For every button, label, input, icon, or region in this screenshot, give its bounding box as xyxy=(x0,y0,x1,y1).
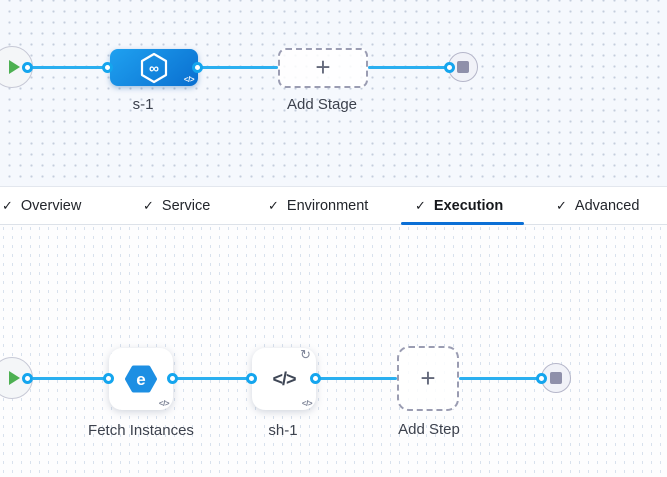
port-end-in[interactable] xyxy=(444,62,455,73)
tab-environment[interactable]: ✓ Environment xyxy=(268,197,369,214)
edge-stage-to-addstage xyxy=(198,66,278,69)
step-node-fetch-instances[interactable]: e </> xyxy=(109,348,173,410)
tab-overview[interactable]: ✓ Overview xyxy=(2,197,82,214)
add-step-button[interactable]: + xyxy=(397,346,459,411)
step-label-fetch-instances: Fetch Instances xyxy=(88,422,194,439)
port-sh1-out[interactable] xyxy=(310,373,321,384)
port-sh1-in[interactable] xyxy=(246,373,257,384)
add-stage-button[interactable]: + xyxy=(278,48,368,88)
check-icon: ✓ xyxy=(143,197,154,213)
step-label-sh1: sh-1 xyxy=(268,422,298,439)
port-fetch-out[interactable] xyxy=(167,373,178,384)
add-step-label: Add Step xyxy=(398,421,460,438)
shell-script-icon: </> xyxy=(272,368,296,389)
elastigroup-icon: e xyxy=(125,365,157,393)
port-fetch-in[interactable] xyxy=(103,373,114,384)
tab-advanced[interactable]: ✓ Advanced xyxy=(556,197,640,214)
check-icon: ✓ xyxy=(2,197,13,213)
plus-icon: + xyxy=(420,362,436,393)
active-tab-indicator xyxy=(401,222,524,225)
edge-fetch-to-sh1 xyxy=(173,377,252,380)
check-icon: ✓ xyxy=(268,197,279,213)
play-icon xyxy=(8,371,20,385)
edge-addstage-to-end xyxy=(368,66,450,69)
port-start-out[interactable] xyxy=(22,62,33,73)
tab-execution[interactable]: ✓ Execution xyxy=(415,197,504,214)
add-stage-label: Add Stage xyxy=(286,96,358,113)
code-view-icon: </> xyxy=(301,399,313,408)
code-view-icon: </> xyxy=(183,75,195,84)
execution-graph-canvas[interactable]: e </> Fetch Instances ↻ </> </> sh-1 + A… xyxy=(0,225,667,477)
edge-start-to-fetch xyxy=(27,377,109,380)
stage-node-s1[interactable]: ∞ </> xyxy=(110,49,198,86)
svg-text:e: e xyxy=(136,370,145,389)
port-exec-start-out[interactable] xyxy=(22,373,33,384)
edge-start-to-stage xyxy=(27,66,108,69)
svg-text:∞: ∞ xyxy=(149,60,159,76)
stage-config-tabbar: ✓ Overview ✓ Service ✓ Environment ✓ Exe… xyxy=(0,186,667,225)
stop-icon xyxy=(457,61,469,73)
stop-icon xyxy=(550,372,562,384)
port-exec-end-in[interactable] xyxy=(536,373,547,384)
stage-label: s-1 xyxy=(132,96,154,113)
port-stage-in[interactable] xyxy=(102,62,113,73)
plus-icon: + xyxy=(315,52,331,82)
looping-strategy-icon: ↻ xyxy=(300,347,311,362)
code-view-icon: </> xyxy=(158,399,170,408)
edge-addstep-to-end xyxy=(459,377,542,380)
check-icon: ✓ xyxy=(415,197,426,213)
check-icon: ✓ xyxy=(556,197,567,213)
port-stage-out[interactable] xyxy=(192,62,203,73)
stage-graph-canvas[interactable]: ∞ </> s-1 + Add Stage xyxy=(0,0,667,186)
play-icon xyxy=(8,60,20,74)
step-node-sh1[interactable]: ↻ </> </> xyxy=(252,347,316,410)
edge-sh1-to-addstep xyxy=(316,377,397,380)
tab-service[interactable]: ✓ Service xyxy=(143,197,211,214)
cd-stage-hexagon-icon: ∞ xyxy=(140,52,168,83)
